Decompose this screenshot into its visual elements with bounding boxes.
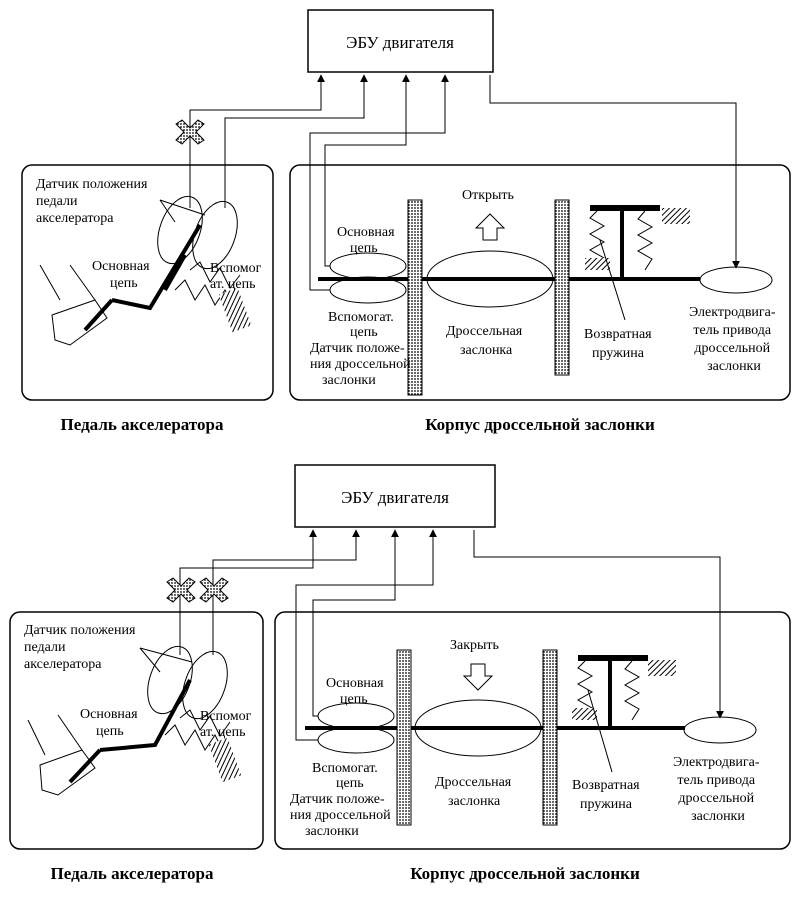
pedal-sensor-label: Датчик положения педали акселератора xyxy=(24,623,139,672)
diagram-close: ЭБУ двигателя xyxy=(9,464,791,883)
spring-label: Возвратная пружина xyxy=(572,778,643,812)
pedal-sensor-label: Датчик положения педали акселератора xyxy=(36,177,151,226)
throttle-sensor-label: Датчик положе- ния дроссельной заслонки xyxy=(290,792,394,839)
valve-label: Дроссельная заслонка xyxy=(435,775,515,809)
pedal-panel xyxy=(21,164,274,401)
close-arrow-icon xyxy=(462,663,494,691)
throttle-arrow-label: Закрыть xyxy=(450,638,499,653)
caption-pedal: Педаль акселератора xyxy=(51,864,214,883)
signal-wires xyxy=(189,74,740,291)
caption-pedal: Педаль акселератора xyxy=(61,415,224,434)
broken-circuit-icon xyxy=(166,577,229,603)
throttle-sensor-label: Датчик положе- ния дроссельной заслонки xyxy=(310,341,414,388)
throttle-aux-circuit-label: Вспомогат. цепь xyxy=(312,761,381,791)
pedal-aux-circuit-label: Вспомог ат. цепь xyxy=(210,261,265,292)
throttle-aux-circuit-label: Вспомогат. цепь xyxy=(328,310,397,340)
pedal-main-circuit-label: Основная цепь xyxy=(92,259,153,291)
throttle-body-icon xyxy=(305,649,757,826)
open-arrow-icon xyxy=(474,213,506,241)
ecu-box xyxy=(294,464,496,528)
ecu-label: ЭБУ двигателя xyxy=(346,33,454,52)
ecu-label: ЭБУ двигателя xyxy=(341,488,449,507)
accelerator-pedal-icon xyxy=(39,195,252,346)
signal-wires xyxy=(179,529,724,741)
pedal-main-circuit-label: Основная цепь xyxy=(80,707,141,739)
caption-throttle-body: Корпус дроссельной заслонки xyxy=(425,415,655,434)
pedal-aux-circuit-label: Вспомог ат. цепь xyxy=(200,709,255,740)
spring-label: Возвратная пружина xyxy=(584,327,655,361)
ecu-box xyxy=(307,9,494,73)
motor-label: Электродвига- тель привода дроссельной з… xyxy=(673,755,763,824)
throttle-main-circuit-label: Основная цепь xyxy=(337,225,398,256)
throttle-main-circuit-label: Основная цепь xyxy=(326,676,387,707)
pedal-panel xyxy=(9,611,264,850)
throttle-arrow-label: Открыть xyxy=(462,188,514,203)
motor-label: Электродвига- тель привода дроссельной з… xyxy=(689,305,779,374)
accelerator-pedal-icon xyxy=(27,645,242,796)
broken-circuit-icon xyxy=(175,119,205,145)
throttle-body-icon xyxy=(318,199,773,396)
caption-throttle-body: Корпус дроссельной заслонки xyxy=(410,864,640,883)
diagram-open: ЭБУ двигателя xyxy=(21,9,791,434)
valve-label: Дроссельная заслонка xyxy=(446,324,526,358)
